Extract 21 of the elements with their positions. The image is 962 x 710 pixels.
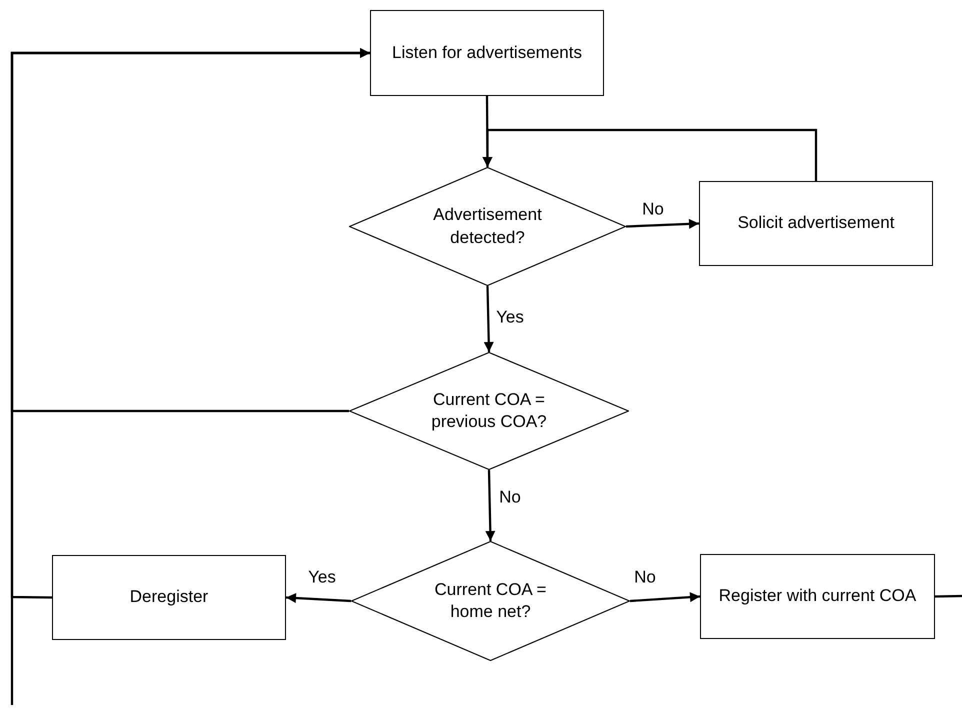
process-box (699, 181, 933, 266)
arrow (482, 128, 818, 181)
node-text: Current COA = previous COA? (430, 388, 548, 433)
node-text: Register with current COA (718, 585, 916, 608)
node-text: Advertisement detected? (432, 204, 543, 248)
process-box (370, 10, 604, 96)
arrow (10, 48, 370, 705)
node-text: Deregister (130, 586, 208, 608)
decision-diamond (349, 352, 629, 470)
node-text: Listen for advertisements (392, 42, 582, 64)
arrow (484, 286, 494, 352)
decision-diamond (349, 167, 626, 286)
node-text: Current COA = home net? (434, 578, 548, 623)
arrow (626, 218, 700, 229)
arrow (286, 593, 352, 604)
arrow (630, 592, 700, 602)
decision-diamond (351, 541, 630, 661)
process-box (52, 555, 286, 640)
node-text: Solicit advertisement (738, 212, 894, 234)
arrow (485, 470, 496, 542)
process-box (700, 554, 935, 639)
